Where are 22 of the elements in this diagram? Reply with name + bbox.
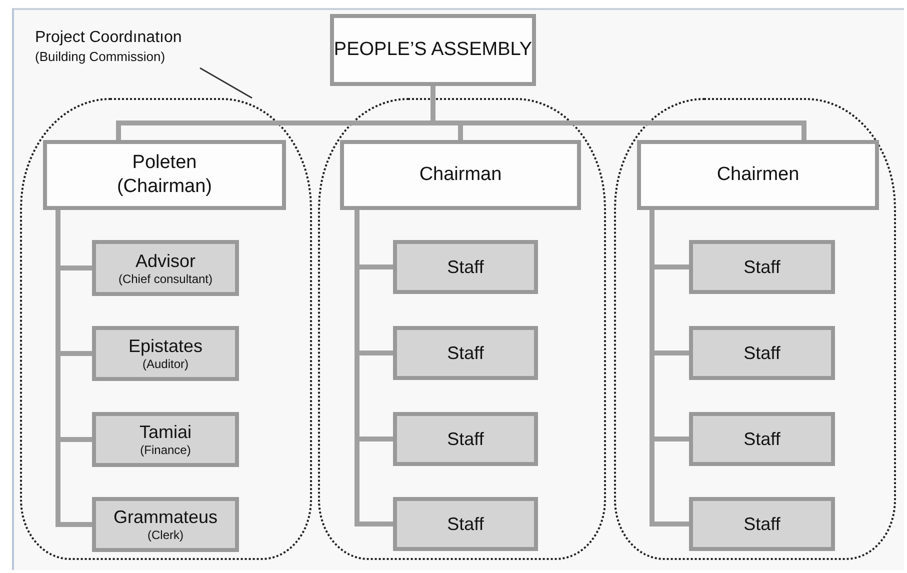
org-box: Advisor (Chief consultant) [92,240,239,296]
org-box: Chairman [340,140,581,210]
title-text: Project Coordınatıon [35,28,182,47]
org-box: Staff [689,497,835,551]
org-box: Staff [689,240,835,294]
org-box: Tamiai (Finance) [92,412,239,467]
dotted-group-outline [318,98,606,560]
org-box: Staff [689,326,835,380]
org-box: Epistates (Auditor) [92,326,239,381]
org-box: Poleten (Chairman) [43,140,286,210]
dotted-group-outline [20,98,312,560]
org-box: Staff [393,412,538,466]
org-box: Grammateus (Clerk) [92,497,239,552]
leader-line [200,67,252,99]
subtitle-text: (Building Commission) [35,48,166,66]
org-box: PEOPLE’S ASSEMBLY [330,14,536,86]
org-box: Staff [393,497,538,551]
org-box: Staff [689,412,835,466]
org-box: Chairmen [637,140,879,210]
org-box: Staff [393,240,538,294]
dotted-group-outline [614,98,896,560]
org-box: Staff [393,326,538,380]
